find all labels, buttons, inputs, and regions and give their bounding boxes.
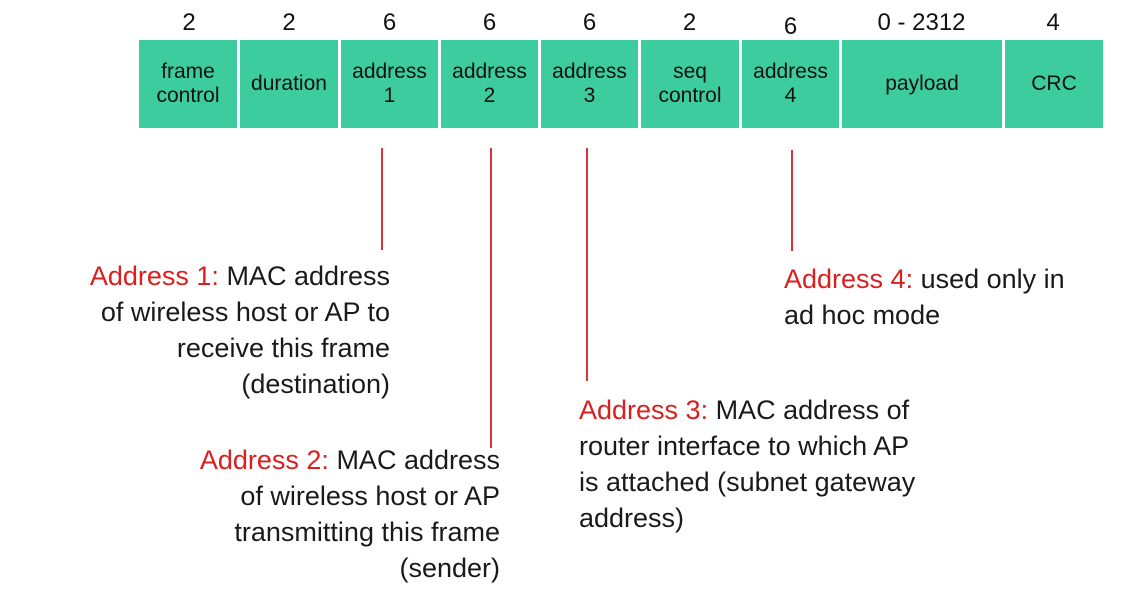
annotation-address-2-lead: MAC address [328,445,500,475]
annotation-address-3-line-4: address) [579,503,685,533]
size-label-address-1: 6 [382,9,397,36]
annotation-address-1-title: Address 1: [89,261,219,291]
connector-line-address-1 [381,148,383,250]
size-label-crc: 4 [1046,9,1060,36]
field-address-1: address 1 [341,40,438,128]
annotation-address-1-line-1: Address 1: MAC address [90,258,390,294]
size-label-seq-control: 2 [682,9,697,36]
annotation-address-3-line-3: is attached (subnet gateway [579,467,916,497]
annotation-address-3-lead: MAC address of [708,395,910,425]
size-label-duration: 2 [282,9,296,36]
annotation-address-1-line-2: of wireless host or AP to [100,297,390,327]
annotation-address-4-lead: used only in [913,264,1065,294]
annotation-address-1-line-3: receive this frame [176,333,390,363]
connector-line-address-2 [490,148,492,448]
size-label-address-3: 6 [582,9,597,36]
size-label-address-2: 6 [482,9,497,36]
annotation-address-2-line-2: of wireless host or AP [240,481,500,511]
annotation-address-2-title: Address 2: [199,445,329,475]
annotation-address-1-lead: MAC address [218,261,390,291]
size-label-payload: 0 - 2312 [877,9,966,36]
annotation-address-4: Address 4: used only in ad hoc mode [784,261,1065,333]
field-address-4: address 4 [742,40,839,128]
annotation-address-1-line-4: (destination) [241,369,390,399]
size-label-address-4: 6 [783,13,798,40]
connector-line-address-3 [586,148,588,381]
frame-fields-row: frame control duration address 1 address… [137,40,1103,128]
size-label-frame-control: 2 [182,9,196,36]
field-seq-control: seq control [641,40,739,128]
field-crc: CRC [1005,40,1103,128]
annotation-address-4-line-1: Address 4: used only in [784,261,1065,297]
annotation-address-3-line-1: Address 3: MAC address of [579,392,915,428]
annotation-address-1: Address 1: MAC address of wireless host … [90,258,390,402]
field-address-2: address 2 [441,40,538,128]
annotation-address-2: Address 2: MAC address of wireless host … [200,442,500,586]
annotation-address-3-title: Address 3: [579,395,709,425]
field-payload: payload [842,40,1002,128]
annotation-address-2-line-1: Address 2: MAC address [200,442,500,478]
annotation-address-3: Address 3: MAC address of router interfa… [579,392,915,536]
annotation-address-4-line-2: ad hoc mode [784,300,941,330]
annotation-address-2-line-4: (sender) [399,553,500,583]
connector-line-address-4 [791,150,793,251]
annotation-address-3-line-2: router interface to which AP [579,431,910,461]
annotation-address-2-line-3: transmitting this frame [234,517,500,547]
field-frame-control: frame control [139,40,237,128]
annotation-address-4-title: Address 4: [784,264,914,294]
field-duration: duration [240,40,338,128]
field-address-3: address 3 [541,40,638,128]
